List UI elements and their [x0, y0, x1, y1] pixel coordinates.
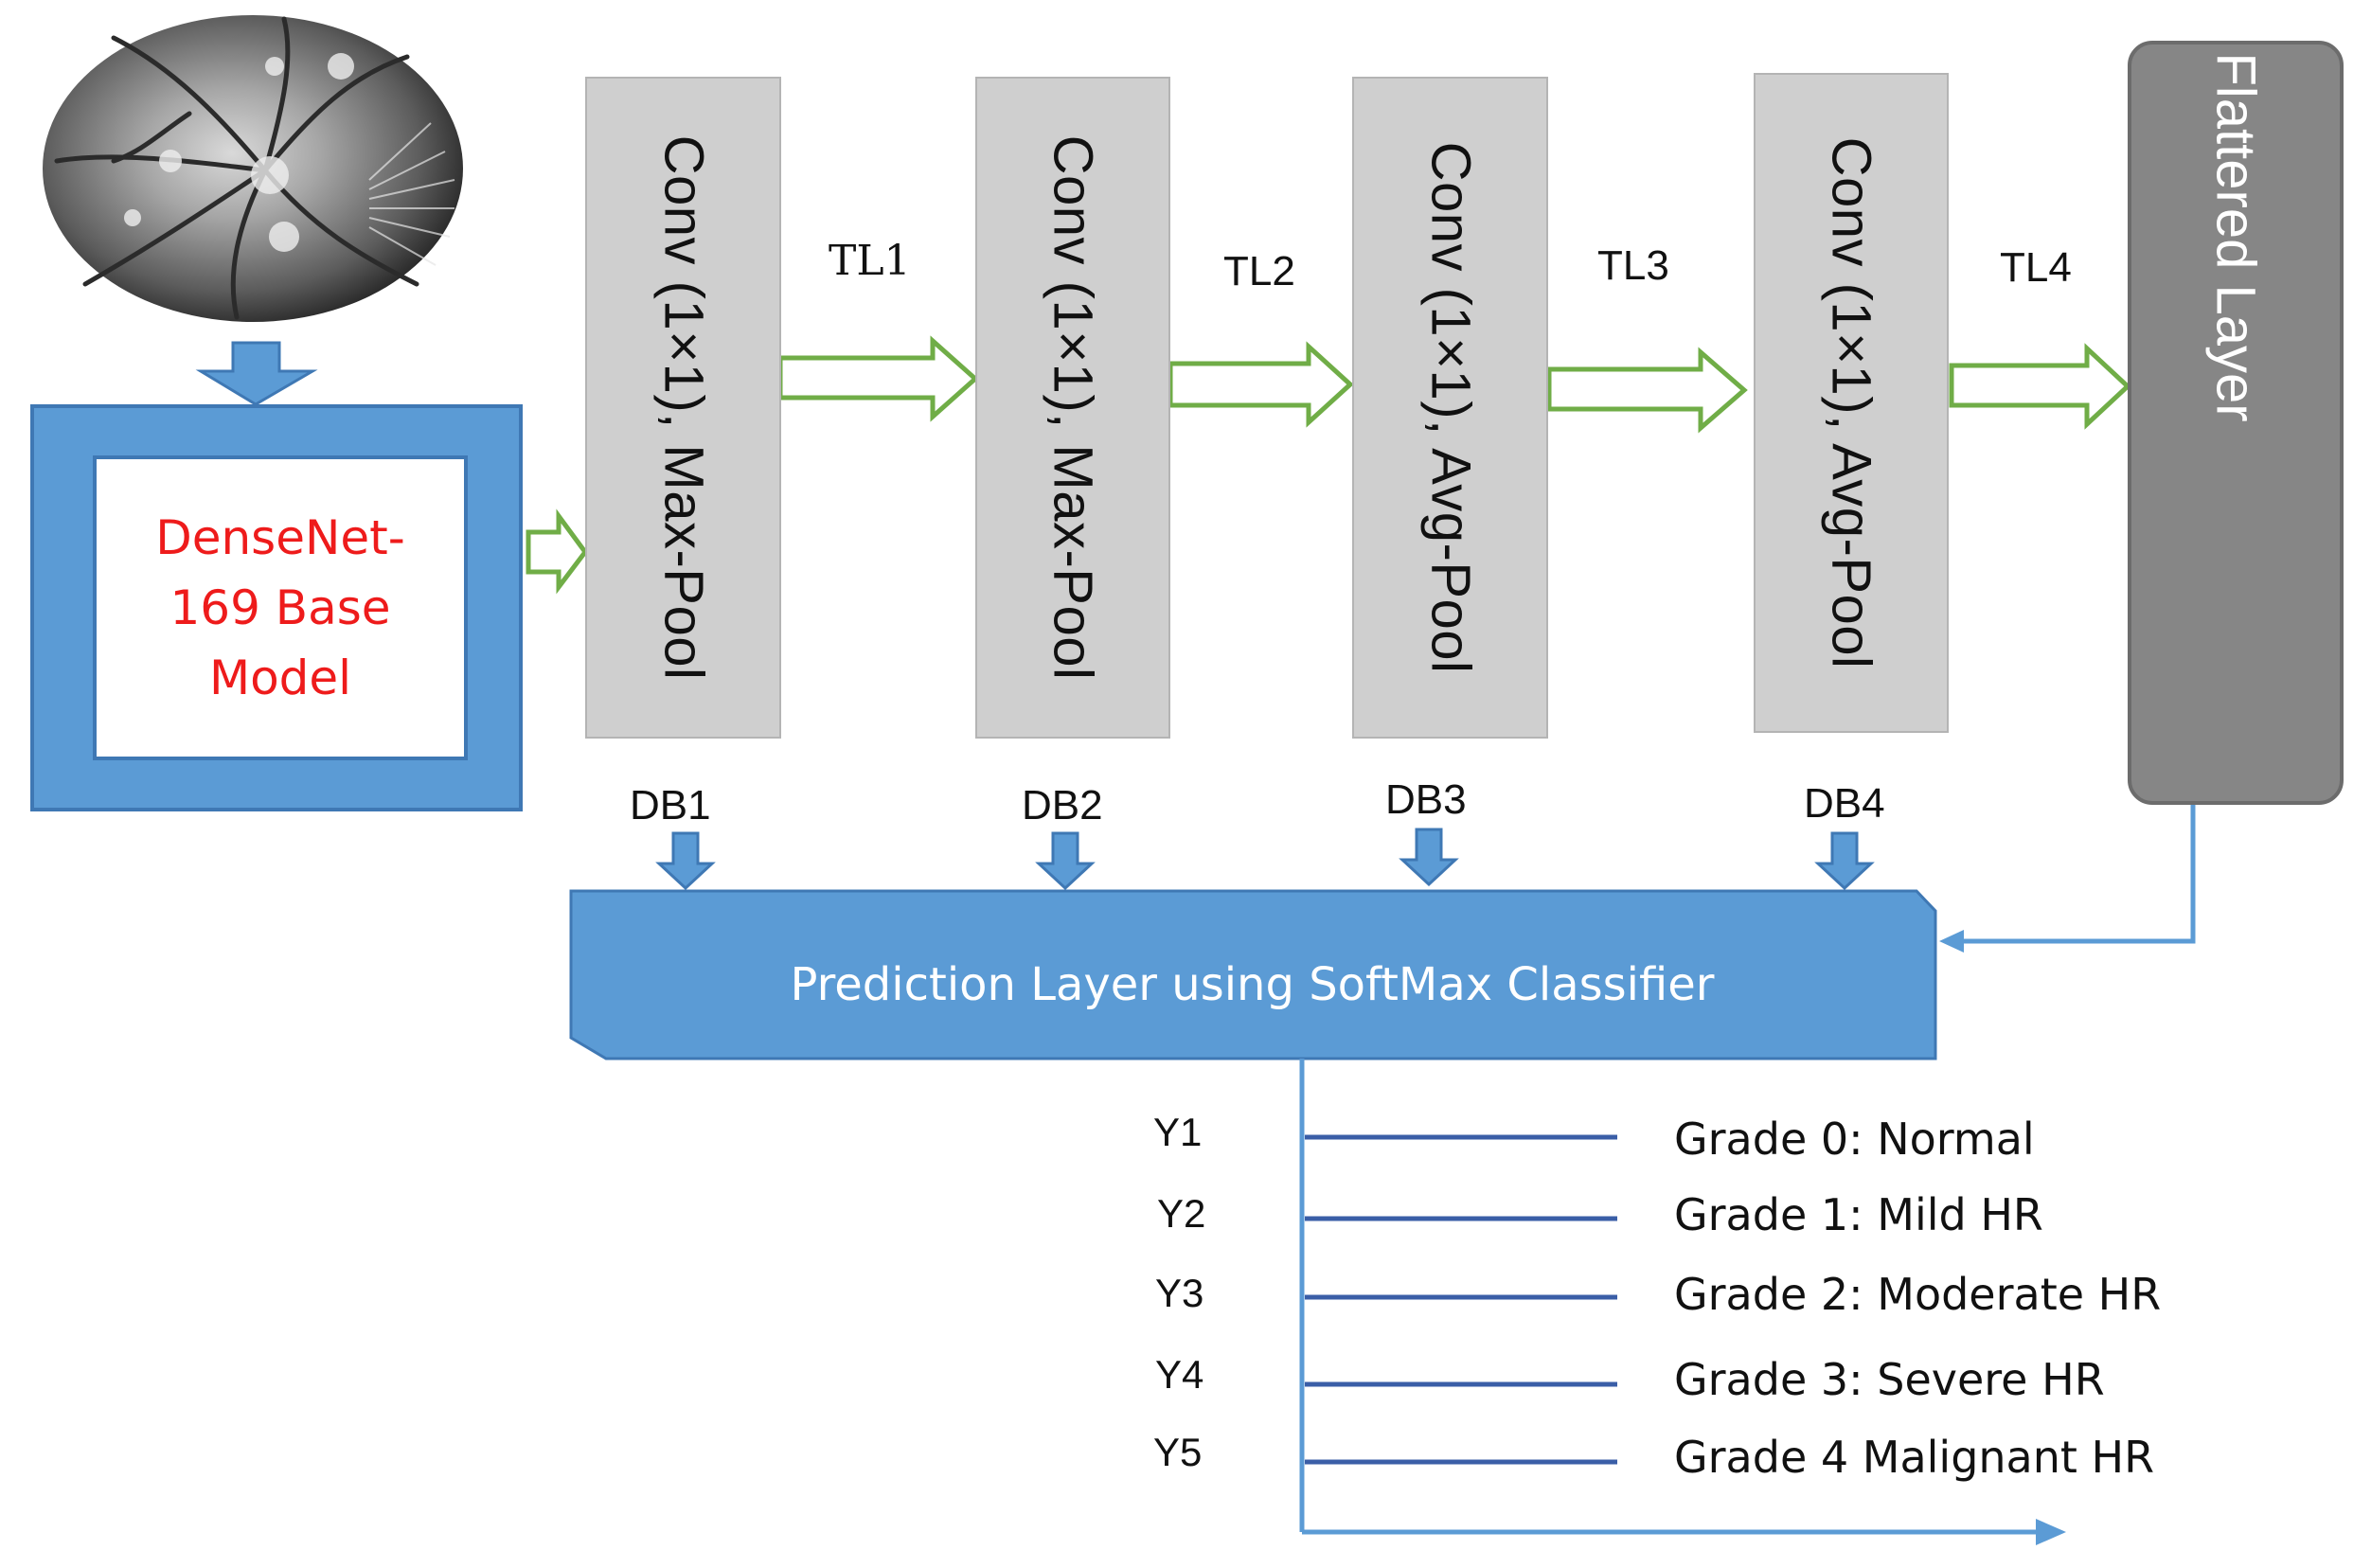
conv-block-label: Conv (1×1), Max-Pool: [1042, 134, 1104, 681]
transition-label: TL4: [2000, 244, 2072, 291]
grade-label: Grade 0: Normal: [1674, 1114, 2035, 1165]
transition-label: TL2: [1223, 248, 1295, 294]
down-arrow-icon: [1814, 831, 1875, 891]
output-connectors: [1299, 1059, 2045, 1535]
base-model-inner: DenseNet-169 Base Model: [93, 455, 468, 760]
prediction-layer-shape: [569, 889, 1937, 1060]
down-arrow-icon: [1035, 831, 1096, 891]
transition-arrows: [526, 335, 2131, 595]
output-y-label: Y3: [1155, 1271, 1204, 1315]
grade-label: Grade 2: Moderate HR: [1674, 1269, 2162, 1320]
base-model-label: DenseNet-169 Base Model: [155, 510, 405, 705]
down-arrow-icon: [195, 341, 318, 406]
grade-lines: [1305, 1134, 1617, 1465]
conv-block-label: Conv (1×1), Avg-Pool: [1820, 136, 1882, 669]
flattened-layer-label: Flattered Layer: [2204, 52, 2267, 422]
down-arrow-icon: [1399, 828, 1459, 887]
right-arrow-icon: [526, 508, 589, 595]
base-model-box: DenseNet-169 Base Model: [30, 404, 523, 811]
prediction-layer-label: Prediction Layer using SoftMax Classifie…: [790, 958, 1715, 1011]
conv-block-2: Conv (1×1), Max-Pool: [975, 77, 1170, 739]
conv-block-label: Conv (1×1), Max-Pool: [652, 134, 715, 681]
transition-label: TL3: [1597, 242, 1669, 289]
dense-block-label: DB4: [1804, 780, 1885, 827]
transition-label: TL1: [829, 237, 911, 285]
output-y-label: Y5: [1153, 1430, 1203, 1474]
output-y-label: Y2: [1157, 1191, 1206, 1236]
right-arrow-icon: [1168, 341, 1354, 428]
right-arrow-icon: [1949, 343, 2131, 430]
db-arrows: [655, 828, 1875, 891]
flatten-to-prediction-connector: [1958, 805, 2196, 944]
grade-label: Grade 4 Malignant HR: [1674, 1432, 2155, 1483]
conv-block-1: Conv (1×1), Max-Pool: [585, 77, 781, 739]
output-y-label: Y1: [1153, 1110, 1203, 1154]
conv-block-4: Conv (1×1), Avg-Pool: [1754, 73, 1949, 733]
dense-block-label: DB2: [1022, 782, 1103, 829]
grade-label: Grade 3: Severe HR: [1674, 1354, 2105, 1405]
right-arrow-icon: [1546, 347, 1748, 434]
fundus-image: [43, 15, 463, 322]
right-arrow-icon: [2036, 1519, 2066, 1545]
dense-block-label: DB1: [630, 782, 711, 829]
down-arrow-icon: [655, 831, 716, 891]
conv-block-3: Conv (1×1), Avg-Pool: [1352, 77, 1548, 739]
left-arrow-icon: [1939, 930, 1964, 953]
output-y-label: Y4: [1155, 1352, 1204, 1397]
conv-block-label: Conv (1×1), Avg-Pool: [1419, 141, 1482, 674]
flattened-layer: Flattered Layer: [2128, 41, 2344, 805]
right-arrow-icon: [777, 335, 979, 422]
dense-block-label: DB3: [1385, 776, 1467, 823]
grade-label: Grade 1: Mild HR: [1674, 1189, 2043, 1240]
